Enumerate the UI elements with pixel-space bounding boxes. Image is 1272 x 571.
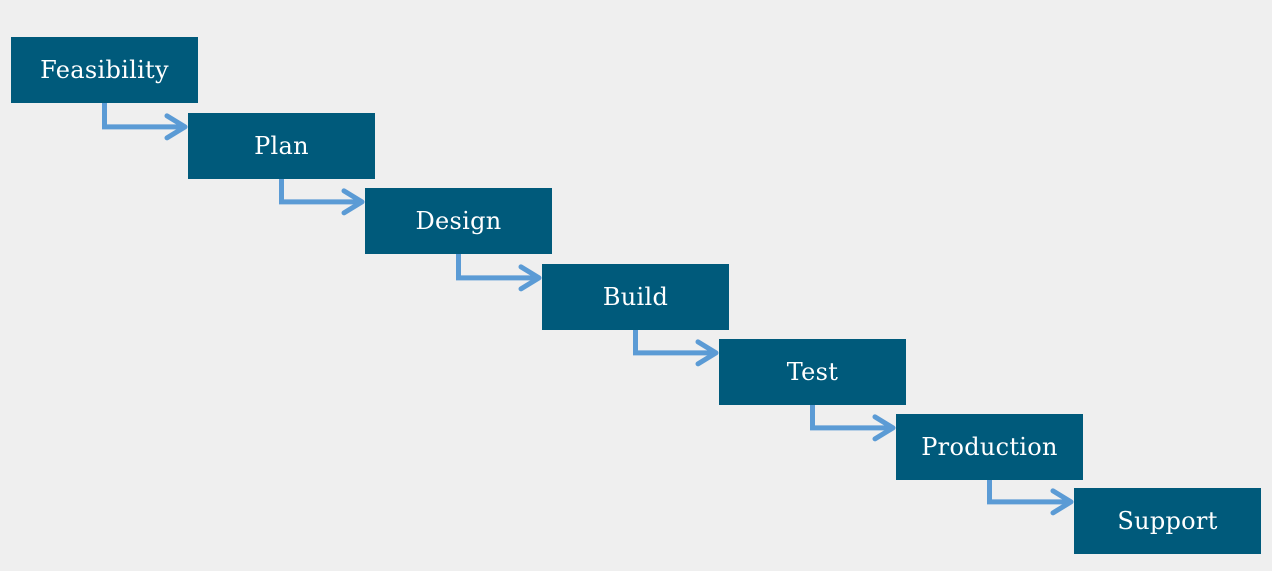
connector-arrow-line [633,330,712,356]
connector-arrow-line [456,254,535,281]
stage-production: Production [896,414,1083,480]
arrowhead-icon [1050,488,1074,516]
stage-label: Build [602,283,669,311]
stage-feasibility: Feasibility [11,37,198,103]
stage-design: Design [365,188,552,254]
arrowhead-icon [872,414,896,442]
stage-test: Test [719,339,906,405]
stage-label: Production [921,433,1058,461]
connector-arrow-line [102,103,181,130]
arrowhead-icon [695,339,719,367]
connector-arrow-line [987,480,1067,505]
stage-support: Support [1074,488,1261,554]
stage-label: Feasibility [40,56,169,84]
arrowhead-icon [164,113,188,141]
stage-label: Support [1117,507,1218,535]
stage-label: Plan [254,132,309,160]
connector-arrow-line [810,405,889,431]
stage-label: Design [415,207,502,235]
stage-label: Test [786,358,839,386]
arrowhead-icon [341,188,365,216]
stage-build: Build [542,264,729,330]
arrowhead-icon [518,264,542,292]
connector-arrow-line [279,179,358,205]
stage-plan: Plan [188,113,375,179]
